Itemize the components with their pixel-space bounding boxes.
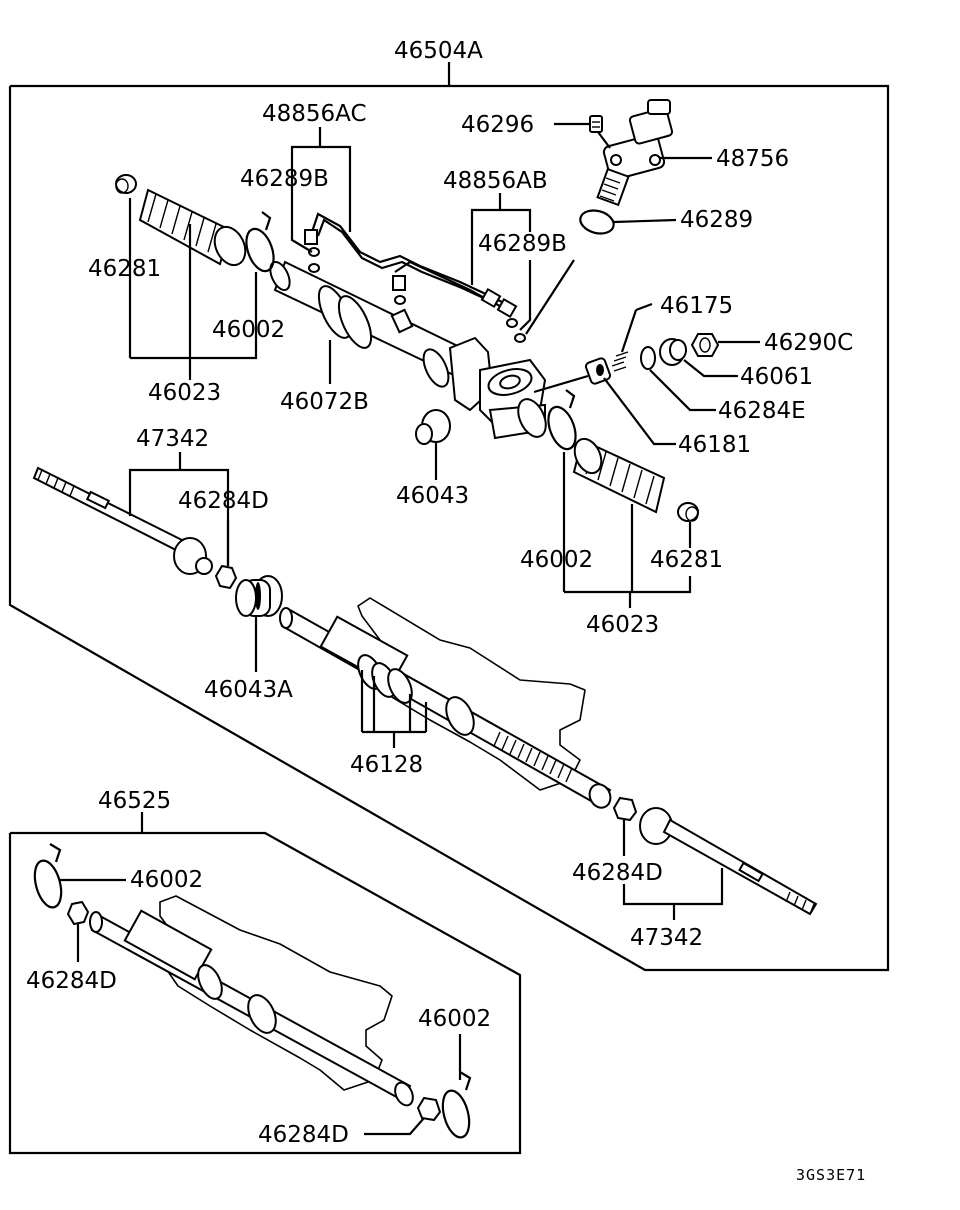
label-mount-bush: 46043 <box>396 483 469 509</box>
yoke-drawing <box>584 357 612 385</box>
spring-drawing <box>611 351 629 372</box>
label-yoke: 46181 <box>678 432 751 458</box>
label-tie-rod-left: 47342 <box>136 426 209 452</box>
pipe-ab-drawing <box>394 260 518 319</box>
label-washer-d-left: 46284D <box>178 488 269 514</box>
label-boot-kit: 46525 <box>98 788 171 814</box>
main-assembly-frame <box>8 84 890 972</box>
label-valve-oring: 46289 <box>680 207 753 233</box>
label-seal-set: 46128 <box>350 752 423 778</box>
mount-bush-a-drawing <box>235 575 283 617</box>
valve-oring-drawing <box>579 209 615 235</box>
label-kit-clip-left: 46002 <box>130 867 203 893</box>
bolt-drawing <box>589 115 603 133</box>
label-bolt: 46296 <box>461 112 534 138</box>
oring-mid-drawing <box>394 295 406 305</box>
label-pipe-ab: 48856AB <box>443 168 548 194</box>
label-clip-right: 46002 <box>520 547 593 573</box>
boot-band-left-drawing <box>115 174 137 194</box>
oring-right-lower-drawing <box>514 333 526 343</box>
oring-left-drawing <box>308 247 320 257</box>
cover-drawing <box>659 338 687 366</box>
seal-set-drawing <box>360 670 428 732</box>
label-main-assembly: 46504A <box>394 38 483 64</box>
clip-left-drawing <box>245 211 275 273</box>
label-oring-left: 46289B <box>240 166 329 192</box>
valve-assembly-drawing <box>596 99 674 207</box>
kit-clip-left-drawing <box>33 843 63 909</box>
boot-left-drawing <box>138 188 247 267</box>
kit-washer-right-drawing <box>416 1096 442 1122</box>
oring-right-drawing <box>506 318 518 328</box>
label-plug-nut: 46290C <box>764 330 853 356</box>
tie-rod-left-drawing <box>32 466 213 575</box>
boot-right-drawing <box>572 437 666 514</box>
plug-nut-drawing <box>690 333 720 357</box>
label-washer-e: 46284E <box>718 398 806 424</box>
diagram-code: 3GS3E71 <box>796 1166 866 1184</box>
label-washer-d-right: 46284D <box>572 860 663 886</box>
label-spring: 46175 <box>660 293 733 319</box>
washer-d-left-drawing <box>214 564 238 590</box>
leader-lines <box>60 122 760 1136</box>
clip-right-drawing <box>547 389 577 451</box>
label-kit-washer-right: 46284D <box>258 1122 349 1148</box>
label-pipe-ac: 48856AC <box>262 101 367 127</box>
kit-rack-drawing <box>89 909 414 1107</box>
kit-clip-right-drawing <box>441 1071 472 1139</box>
label-valve: 48756 <box>716 146 789 172</box>
label-clip-left: 46002 <box>212 317 285 343</box>
label-boot-band-right: 46281 <box>650 547 723 573</box>
boot-band-right-drawing <box>677 502 699 522</box>
tie-rod-right-drawing <box>639 807 818 916</box>
label-boot-left-set: 46023 <box>148 380 221 406</box>
label-oring-right: 46289B <box>478 231 567 257</box>
label-kit-clip-right: 46002 <box>418 1006 491 1032</box>
oring-left-lower-drawing <box>308 263 320 273</box>
kit-washer-left-drawing <box>66 900 90 926</box>
label-mount-bush-a: 46043A <box>204 677 293 703</box>
mount-bush-drawing <box>415 409 451 445</box>
label-kit-washer-left: 46284D <box>26 968 117 994</box>
label-tie-rod-right: 47342 <box>630 925 703 951</box>
boot-kit-frame <box>8 831 522 1155</box>
label-boot-band-left: 46281 <box>88 256 161 282</box>
label-cover: 46061 <box>740 364 813 390</box>
label-tube-sleeve: 46072B <box>280 389 369 415</box>
washer-e-drawing <box>640 346 656 370</box>
washer-d-right-drawing <box>612 796 638 822</box>
rack-drawing <box>279 607 612 809</box>
gear-housing-drawing <box>269 260 547 440</box>
label-boot-right-set: 46023 <box>586 612 659 638</box>
